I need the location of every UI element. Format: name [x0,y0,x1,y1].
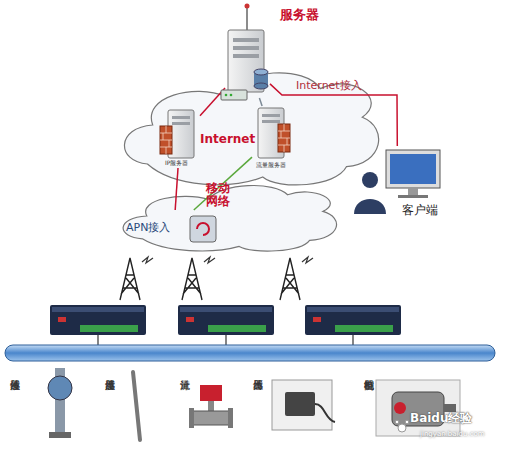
radio-tower [280,258,300,300]
watermark-text: jingyan.baidu.com [420,430,485,438]
motor-badge [394,402,406,414]
radio-signal [204,257,215,263]
monitor-base [398,195,428,198]
server-slot [233,46,259,50]
radio-tower [182,258,202,300]
node-label: APN接入 [126,220,170,235]
watermark-text: Baidu经验 [410,410,473,427]
user-body [354,199,386,214]
bus-pipe [5,345,495,361]
dtu-terminals [80,325,138,332]
disk-top [254,69,268,75]
pressure-sensor [285,392,315,416]
dtu-device [178,305,274,335]
router-arrow [197,223,209,235]
user-head [362,172,378,188]
temperature-probe [133,372,140,440]
pressure-photo [272,380,332,430]
radio-signal [302,257,313,263]
dtu-terminals [335,325,393,332]
server-slot [233,38,259,42]
switch-led [230,94,233,97]
network-switch [221,90,247,100]
radio-tower [120,258,140,300]
flowmeter-neck [208,401,214,411]
dtu-top [180,307,272,312]
radio-signal [142,257,153,263]
server-slot [262,120,280,123]
firewall [160,126,172,154]
apn-router [190,216,216,242]
level-sensor-flange [49,432,71,438]
watermark-paw [395,420,399,424]
node-label: 流量服务器 [256,161,286,170]
dtu-wire [352,335,353,346]
server-slot [262,114,280,117]
flowmeter-head [200,385,222,401]
switch-led [225,94,228,97]
mobile-network-cloud: 移动网络 APN接入 [116,178,336,254]
flowmeter-pipe [193,411,229,425]
dtu-top [307,307,399,312]
node-label: Internet [200,132,255,146]
antenna [246,6,248,30]
dtu-top [52,307,144,312]
dtu-device [305,305,401,335]
pressure-cable [315,404,335,422]
node-label: 服务器 [280,6,319,24]
antenna-tip [245,4,250,9]
firewall-bricks [278,124,290,152]
monitor-frame [386,150,440,188]
connector-label: Internet接入 [296,78,362,93]
sensor-node: 液位传感器 [3,366,93,448]
flowmeter-flange [228,408,233,428]
dtu-terminals [208,325,266,332]
motor-shaft [444,404,456,412]
dtu-wire [97,335,98,346]
flowmeter-flange [189,408,194,428]
server-slot [172,122,190,125]
server-slot [172,116,190,119]
dtu-logo [313,317,321,322]
dtu-wire [225,335,226,346]
node-label: IP服务器 [165,159,188,168]
dtu-device [50,305,146,335]
firewall [278,124,290,152]
dtu-logo [58,317,66,322]
node-label: 移动网络 [206,182,234,208]
level-sensor-head [48,376,72,400]
motor-photo [376,380,460,436]
watermark-paw [398,424,406,432]
monitor-screen [390,154,436,184]
firewall-bricks [160,126,172,154]
watermark-paw [405,420,409,424]
cloud-shape [124,73,378,185]
dtu-logo [186,317,194,322]
disk-bottom [254,83,268,89]
monitor-neck [408,188,418,195]
node-label: 客户端 [402,202,438,219]
server-slot [233,54,259,58]
